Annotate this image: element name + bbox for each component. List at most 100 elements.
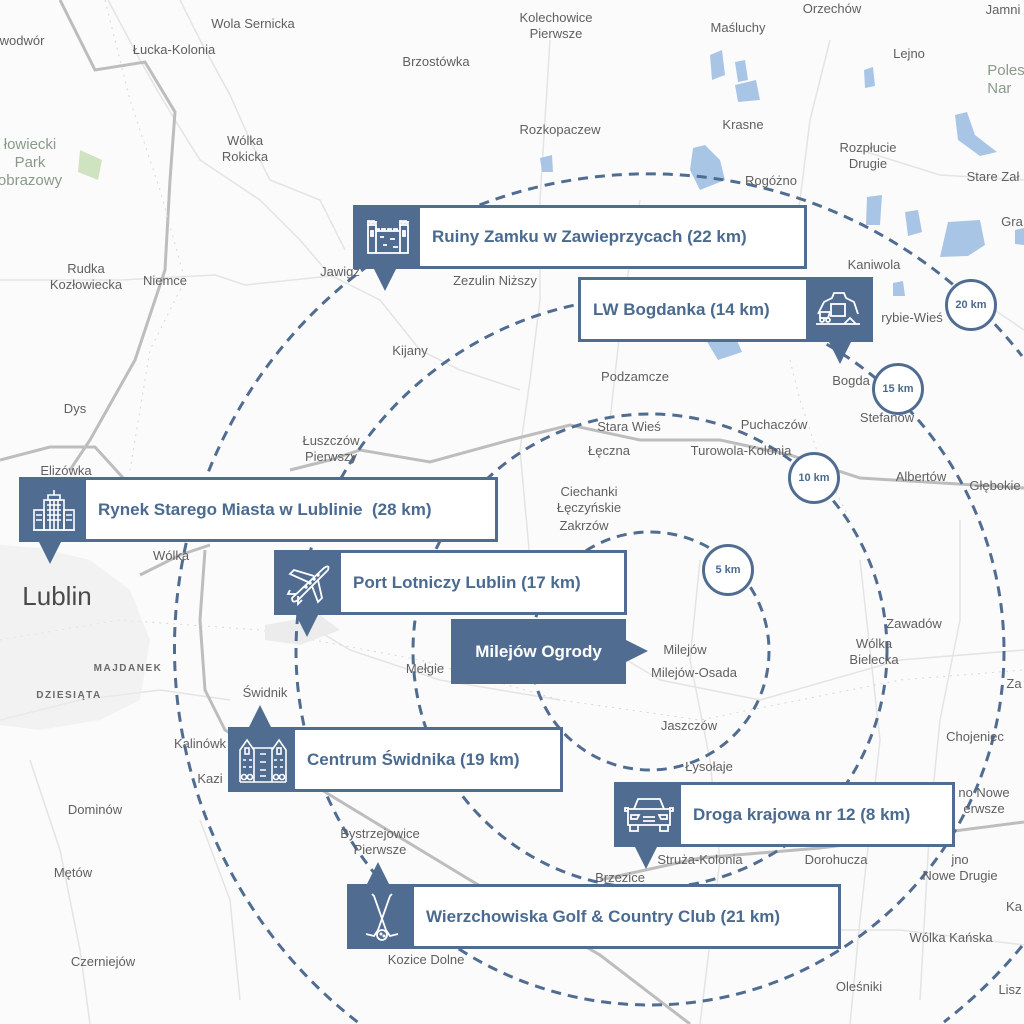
- place-label: Kazi: [197, 771, 223, 786]
- place-label: Głębokie: [969, 478, 1021, 493]
- ring-label-15km: 15 km: [872, 363, 924, 415]
- place-label: Łysołaje: [685, 759, 733, 774]
- place-label: Turowola-Kolonia: [690, 443, 792, 458]
- poi-label: Droga krajowa nr 12 (8 km): [693, 804, 911, 824]
- place-label: Rudka Kozłowiecka: [49, 261, 123, 292]
- place-label: rybie-Wieś: [881, 310, 943, 325]
- place-label: Bystrzejowice Pierwsze: [340, 826, 420, 857]
- ring-label-5km: 5 km: [702, 544, 754, 596]
- place-label: Dominów: [67, 802, 123, 817]
- poi-lw-bogdanka[interactable]: LW Bogdanka (14 km): [578, 277, 873, 342]
- poi-label: Centrum Świdnika (19 km): [307, 749, 520, 769]
- place-label: Jamni: [985, 2, 1021, 17]
- pointer: [829, 342, 851, 364]
- place-label: Wólka Rokicka: [221, 133, 269, 164]
- place-label: Wólka: [152, 548, 190, 563]
- poi-droga-krajowa-12[interactable]: Droga krajowa nr 12 (8 km): [614, 782, 955, 847]
- place-label: Czerniejów: [70, 954, 136, 969]
- castle-icon: [356, 208, 420, 266]
- place-label: Za: [1006, 676, 1022, 691]
- old-town-building-icon: [22, 480, 86, 539]
- place-label: Rogóżno: [744, 173, 798, 188]
- place-label: Stara Wieś: [597, 419, 661, 434]
- ring-5km: [529, 530, 771, 772]
- place-label: Ka: [1006, 899, 1022, 914]
- place-label: Brzezice: [595, 870, 645, 885]
- place-label: Kaniwola: [847, 257, 901, 272]
- place-label: Elizówka: [40, 463, 92, 478]
- ring-20km: [172, 172, 1024, 1024]
- place-label: Kalinówk: [173, 736, 227, 751]
- poi-wierzchowiska-golf[interactable]: Wierzchowiska Golf & Country Club (21 km…: [347, 884, 841, 949]
- poi-label: Rynek Starego Miasta w Lublinie (28 km): [98, 499, 432, 519]
- ring-10km: [411, 412, 889, 890]
- place-label: Łęczna: [588, 443, 630, 458]
- ring-label-10km: 10 km: [788, 452, 840, 504]
- poi-centrum-swidnika[interactable]: Centrum Świdnika (19 km): [228, 727, 563, 792]
- golf-icon: [350, 887, 414, 946]
- car-icon: [617, 785, 681, 844]
- district-label: MAJDANEK: [93, 663, 163, 674]
- place-label: Kijany: [392, 343, 428, 358]
- pointer: [367, 862, 389, 884]
- pointer: [249, 705, 271, 727]
- poi-label: Wierzchowiska Golf & Country Club (21 km…: [426, 906, 781, 926]
- place-label: Milejów-Osada: [651, 665, 737, 680]
- place-label: Ciechanki Łęczyńskie: [556, 484, 622, 515]
- place-label: Jawigz: [320, 264, 360, 279]
- place-label: Chojeniec: [946, 729, 1004, 744]
- poi-port-lotniczy-lublin[interactable]: Port Lotniczy Lublin (17 km): [274, 550, 627, 615]
- place-label: no Nowe erwsze: [958, 785, 1010, 816]
- place-label: Zezulin Niższy: [453, 273, 537, 288]
- place-label: Zawadów: [886, 616, 942, 631]
- place-label: Oleśniki: [835, 979, 883, 994]
- city-label-lublin: Lublin: [22, 581, 92, 611]
- place-label: Kolechowice Pierwsze: [519, 10, 593, 41]
- mine-icon: [806, 280, 870, 339]
- place-label: Krasne: [722, 117, 764, 132]
- place-label: Rozpłucie Drugie: [839, 140, 897, 171]
- pointer: [296, 615, 318, 637]
- place-label: Zakrzów: [559, 518, 609, 533]
- place-label: Brzostówka: [402, 54, 470, 69]
- place-label: Gra: [1001, 214, 1023, 229]
- place-label: Świdnik: [242, 685, 288, 700]
- poi-label: LW Bogdanka (14 km): [593, 299, 770, 319]
- poi-label: Ruiny Zamku w Zawieprzycach (22 km): [432, 227, 747, 246]
- place-label: Mełgie: [405, 661, 445, 676]
- place-label: Dorohucza: [804, 852, 868, 867]
- center-marker-milejow-ogrody[interactable]: Milejów Ogrody: [451, 619, 626, 684]
- place-label: Niemce: [142, 273, 188, 288]
- poi-rynek-starego-miasta[interactable]: Rynek Starego Miasta w Lublinie (28 km): [19, 477, 498, 542]
- place-label: Stare Zał: [966, 169, 1020, 184]
- pointer: [635, 847, 657, 869]
- place-label: Dys: [63, 401, 87, 416]
- place-label: Rozkopaczew: [519, 122, 601, 137]
- place-label: Bogda: [832, 373, 870, 388]
- district-label: DZIESIĄTA: [36, 690, 102, 701]
- place-label: Jaszczów: [660, 718, 718, 733]
- lakes: [78, 50, 1024, 360]
- place-label: Orzechów: [802, 1, 862, 16]
- place-label: Wólka Bielecka: [849, 636, 899, 667]
- place-label: Milejów: [663, 642, 707, 657]
- pointer: [374, 269, 396, 291]
- ring-label-20km: 20 km: [945, 279, 997, 331]
- pointer: [39, 542, 61, 564]
- airplane-icon: [277, 553, 341, 612]
- place-label: Kozice Dolne: [387, 952, 465, 967]
- place-label: Łucka-Kolonia: [132, 42, 216, 57]
- place-label: Wola Sernicka: [211, 16, 295, 31]
- place-label: Łuszczów Pierwszy: [302, 433, 360, 464]
- place-label: Puchaczów: [740, 417, 808, 432]
- place-label: Albertów: [895, 469, 947, 484]
- place-label: Struża-Kolonia: [657, 852, 743, 867]
- place-label: Maśluchy: [710, 20, 766, 35]
- place-label: Mętów: [53, 865, 93, 880]
- place-label: wodwór: [0, 33, 45, 48]
- poi-ruiny-zamku[interactable]: Ruiny Zamku w Zawieprzycach (22 km): [353, 205, 807, 269]
- park-label: łowiecki Park obrazowy: [0, 136, 63, 189]
- pointer: [626, 640, 648, 662]
- townhouses-icon: [231, 730, 295, 789]
- place-label: Wólka Kańska: [909, 930, 993, 945]
